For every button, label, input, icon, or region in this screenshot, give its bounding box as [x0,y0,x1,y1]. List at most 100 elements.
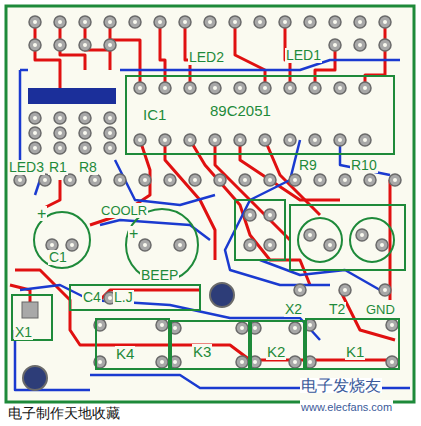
pad-hole [360,233,364,237]
pad [264,174,276,186]
pad-hole [208,20,212,24]
pad-ring [139,174,151,186]
pad-ring [29,142,41,154]
pad-hole [233,20,237,24]
pad-ring [159,82,171,94]
pad-ring [89,174,101,186]
pad-hole [138,86,142,90]
pad-hole [93,178,97,182]
ref-designator: K1 [345,344,365,360]
pad [29,127,41,139]
pad-hole [183,20,187,24]
pad [114,174,126,186]
pad-ring [259,82,271,94]
pad-hole [83,20,87,24]
pad-hole [108,131,112,135]
pad-ring [179,16,191,28]
pad-hole [268,213,272,217]
silkscreen-label: R10 [350,158,378,173]
pad-hole [58,20,62,24]
pad-ring [54,16,66,28]
pad [189,174,201,186]
pad [236,356,248,368]
key-switch: K1 [305,318,400,370]
pad-ring [204,16,216,28]
pad-ring [159,134,171,146]
ref-designator: K2 [266,344,286,360]
pad-ring [14,174,26,186]
pad [289,322,301,334]
pad-hole [108,116,112,120]
pad-hole [138,138,142,142]
pad-hole [368,178,372,182]
pad-ring [214,174,226,186]
pad-hole [283,20,287,24]
pad [239,174,251,186]
silkscreen-label: BEEP [140,268,179,283]
pad-hole [268,243,272,247]
pad-hole [263,138,267,142]
pad [154,16,166,28]
pad-hole [160,323,164,327]
pad-ring [104,112,116,124]
pad-ring [304,229,316,241]
watermark: www.elecfans.com [300,400,393,415]
pad-hole [298,288,302,292]
pad [359,82,371,94]
pad-hole [168,178,172,182]
pad [156,319,168,331]
pad-hole [318,178,322,182]
pad-ring [289,322,301,334]
silkscreen-label: GND [365,302,396,317]
pad-hole [188,86,192,90]
blue-pour [28,88,116,104]
silkscreen-label: COOLR [100,203,148,218]
pad [304,16,316,28]
pad-hole [108,146,112,150]
pad-hole [193,178,197,182]
pad [229,16,241,28]
pad [29,112,41,124]
pad [364,174,376,186]
pad-ring [376,239,388,251]
pad [329,39,341,51]
pad-ring [79,39,91,51]
pad-ring [264,174,276,186]
pad-ring [39,174,51,186]
pad-ring [364,174,376,186]
pad [159,82,171,94]
pad-hole [108,296,112,300]
square-pad [22,302,38,318]
pad-ring [79,112,91,124]
pad-ring [264,209,276,221]
silkscreen-label: X1 [14,325,33,340]
pad-hole [308,323,312,327]
pad-ring [334,82,346,94]
pad-ring [54,127,66,139]
pad [376,239,388,251]
pad-hole [288,86,292,90]
pad-ring [379,16,391,28]
pad-ring [289,356,301,368]
pad-hole [98,360,102,364]
pad-hole [163,86,167,90]
pad-ring [289,174,301,186]
pad [324,239,336,251]
pad-hole [338,86,342,90]
pad-hole [18,178,22,182]
pad-hole [313,138,317,142]
pad [314,174,326,186]
pad-ring [359,82,371,94]
pad [139,174,151,186]
pad [134,82,146,94]
key-switch: K4 [95,318,170,370]
pad-hole [253,360,257,364]
pad [159,134,171,146]
pad [104,39,116,51]
pad-ring [64,174,76,186]
pad [309,134,321,146]
pad-ring [279,16,291,28]
pad-ring [339,284,351,296]
pad-group [14,16,401,368]
